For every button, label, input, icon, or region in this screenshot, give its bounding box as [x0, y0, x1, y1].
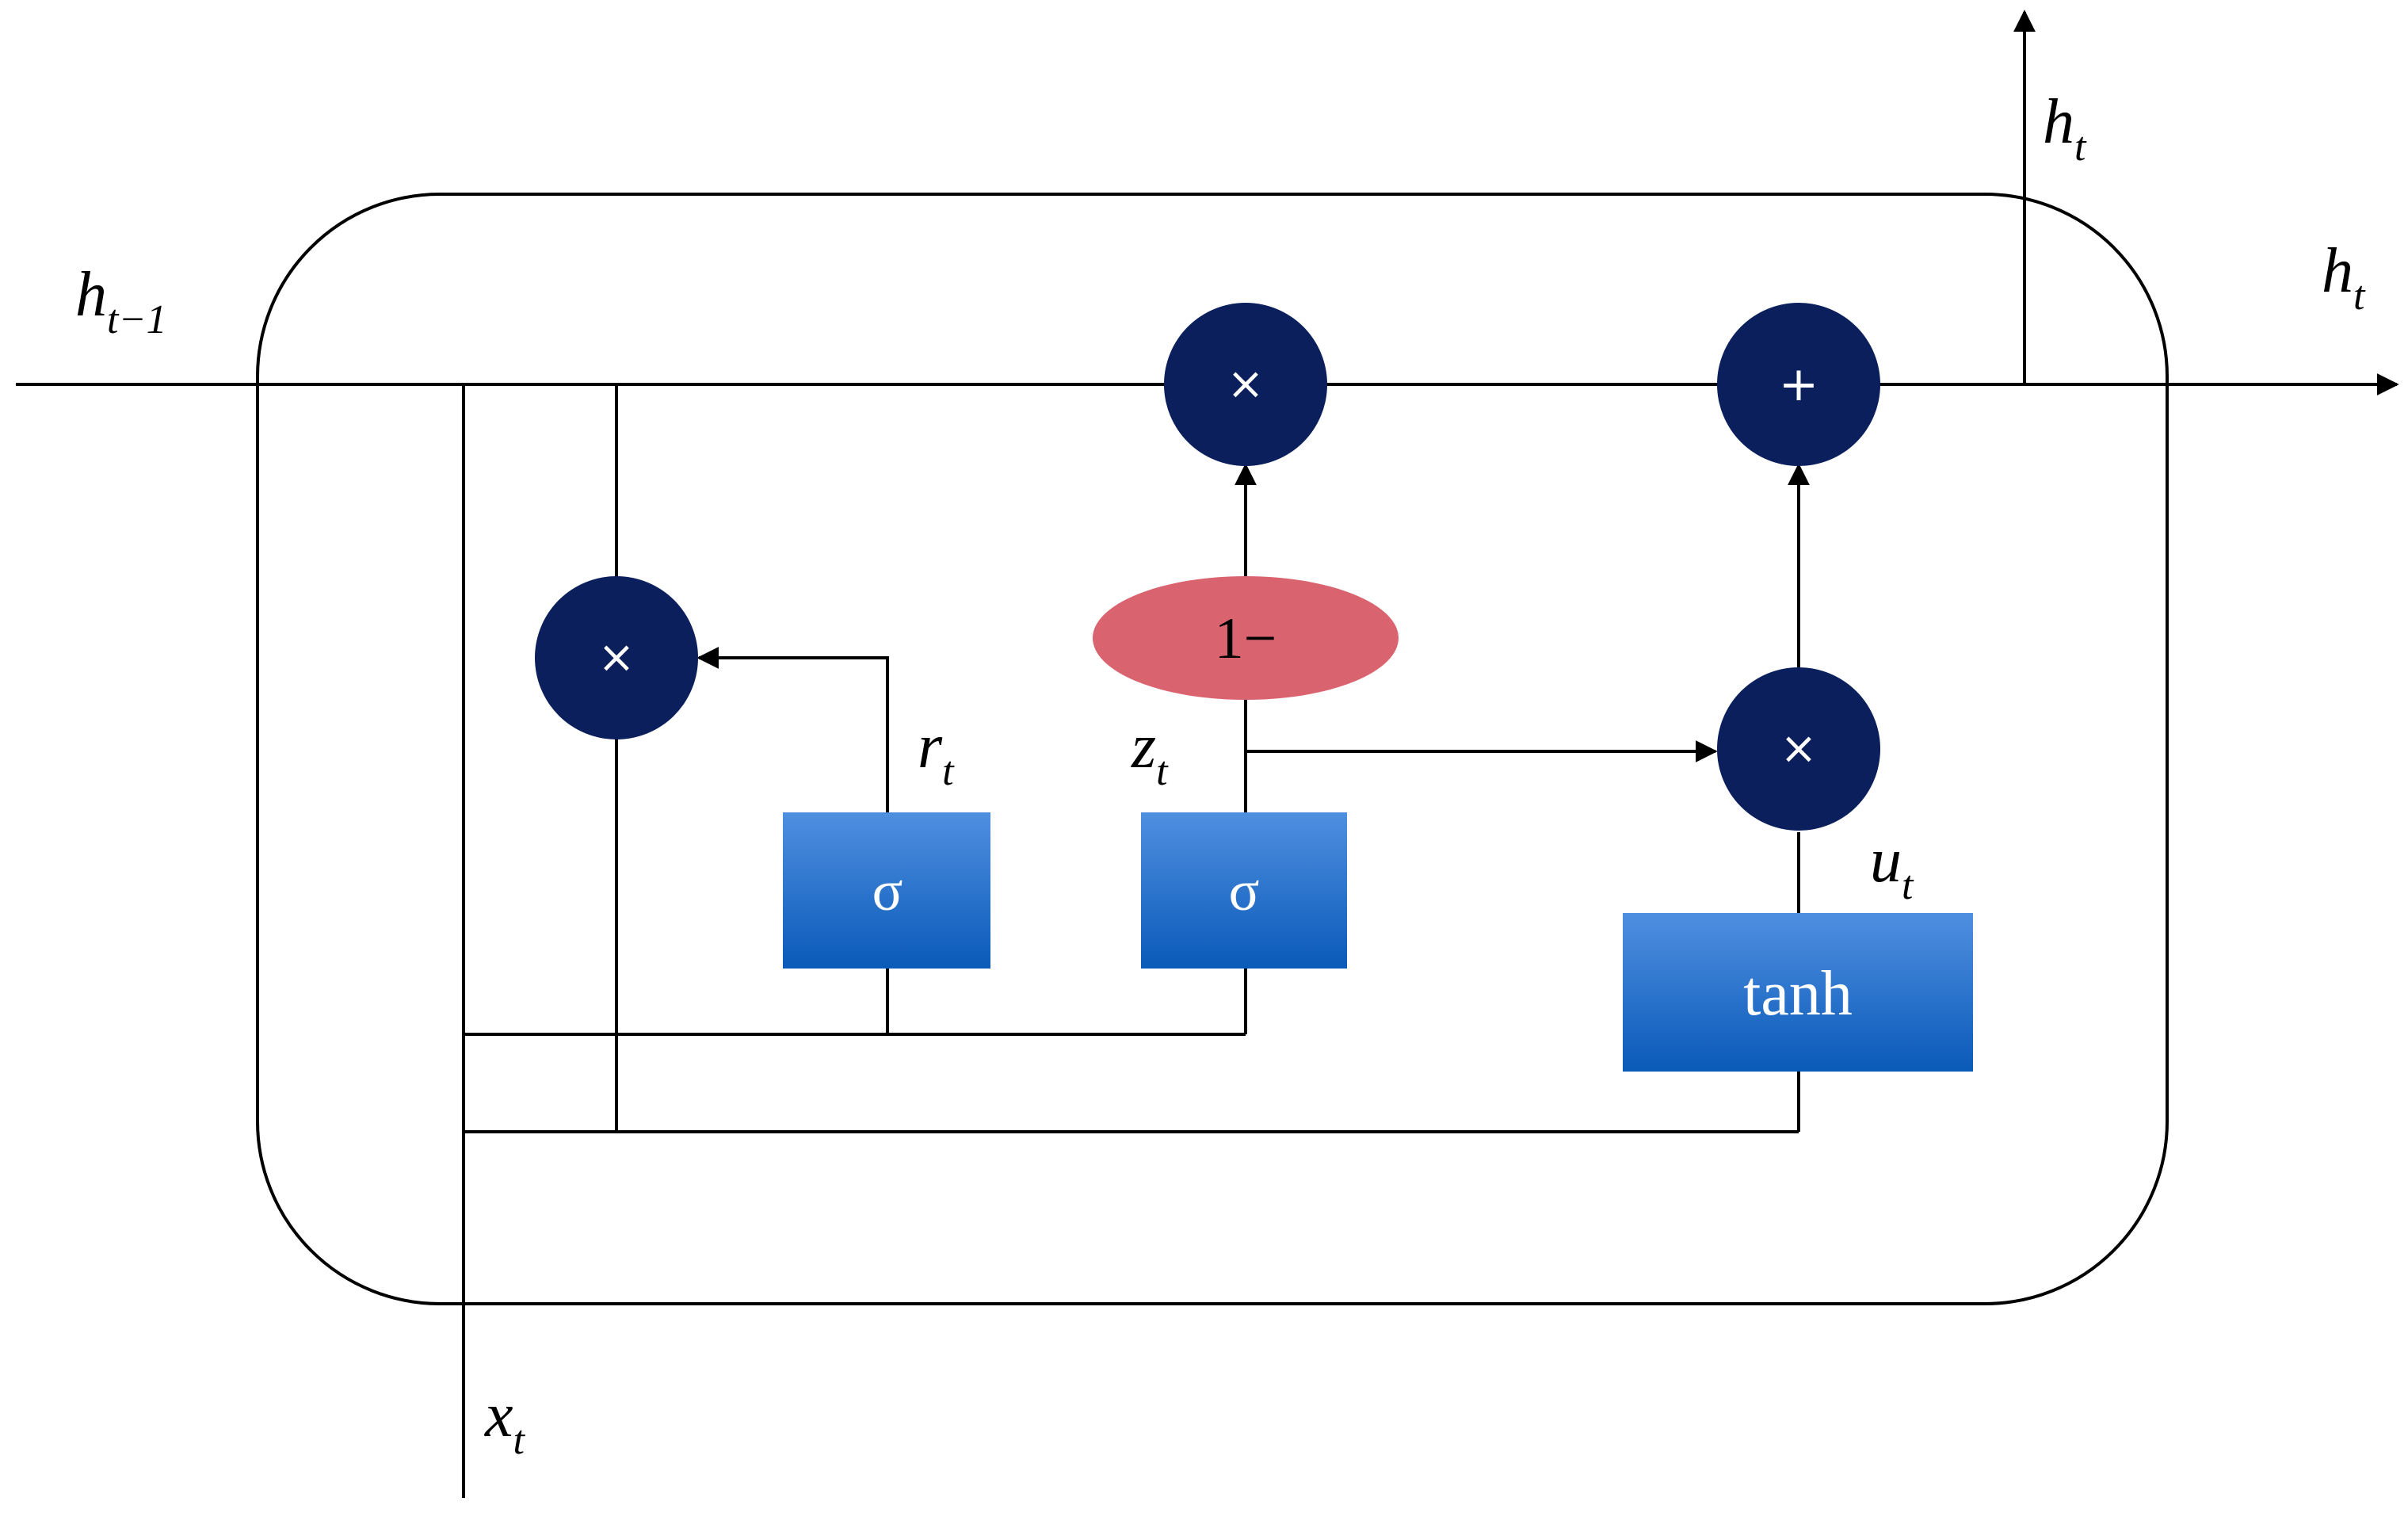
h-out-right-label: ht [2322, 236, 2366, 319]
mult-node-reset: × [535, 576, 698, 739]
add-node-top: + [1717, 303, 1880, 466]
cell-boundary [256, 193, 2169, 1305]
tanh-gate: tanh [1623, 913, 1973, 1072]
x-input-label: xt [484, 1381, 526, 1463]
sigma-reset-gate: σ [783, 812, 990, 969]
mult-update-symbol: × [1780, 723, 1818, 774]
mult-node-top: × [1164, 303, 1327, 466]
sigma-update-gate: σ [1141, 812, 1347, 969]
mult-top-symbol: × [1227, 358, 1265, 410]
add-top-symbol: + [1779, 357, 1818, 412]
one-minus-node: 1− [1093, 576, 1399, 700]
h-out-top-label: ht [2043, 87, 2087, 170]
r-to-reset-line [696, 647, 889, 812]
h-prev-label: ht−1 [75, 260, 167, 342]
sigma-reset-label: σ [872, 859, 903, 923]
z-gate-label: zt [1131, 712, 1169, 794]
r-gate-label: rt [918, 712, 955, 794]
u-cand-label: ut [1870, 826, 1914, 908]
sigma-update-label: σ [1229, 859, 1260, 923]
tanh-label: tanh [1743, 959, 1853, 1029]
one-minus-label: 1− [1215, 606, 1277, 671]
mult-reset-symbol: × [598, 632, 635, 683]
mult-node-update: × [1717, 667, 1880, 831]
